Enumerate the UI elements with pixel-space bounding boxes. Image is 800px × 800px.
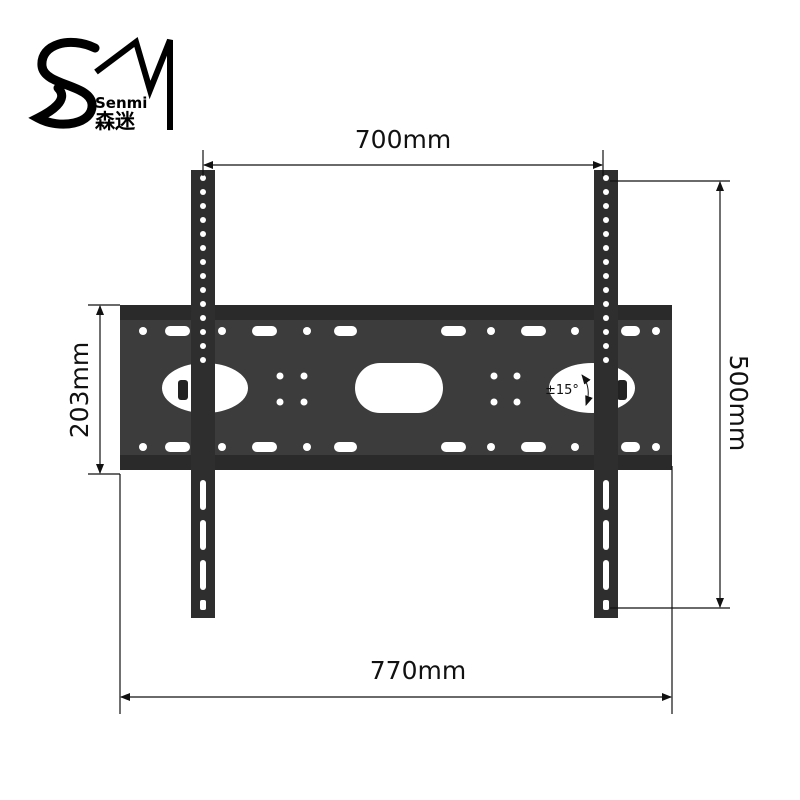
mounting-slot bbox=[621, 326, 640, 336]
mounting-slot bbox=[165, 442, 190, 452]
upright-hole bbox=[200, 231, 206, 237]
mounting-hole bbox=[652, 443, 660, 451]
dimension-plate-height-label: 203mm bbox=[65, 342, 94, 438]
mounting-slot bbox=[252, 442, 277, 452]
upright-slot bbox=[200, 520, 206, 550]
upright-slot bbox=[200, 600, 206, 610]
mounting-hole bbox=[218, 443, 226, 451]
vesa-hole bbox=[490, 372, 498, 380]
dimension-upright-height-label: 500mm bbox=[724, 355, 753, 451]
upright-hole bbox=[603, 343, 609, 349]
mounting-slot bbox=[334, 326, 357, 336]
upright-hole bbox=[603, 231, 609, 237]
mounting-hole bbox=[139, 443, 147, 451]
senmi-logo: Senmi 森迷 bbox=[28, 37, 173, 133]
upright-hole bbox=[200, 329, 206, 335]
upright-hole bbox=[200, 301, 206, 307]
upright-hole bbox=[200, 189, 206, 195]
dimension-overall-width bbox=[119, 466, 673, 714]
mounting-slot bbox=[521, 442, 546, 452]
mounting-hole bbox=[487, 443, 495, 451]
right-upright bbox=[594, 170, 618, 618]
dimension-plate-height bbox=[88, 304, 120, 475]
upright-hole bbox=[603, 175, 609, 181]
dimension-top-width-label: 700mm bbox=[355, 125, 451, 154]
upright-slot bbox=[200, 560, 206, 590]
upright-hole bbox=[603, 315, 609, 321]
dimension-overall-width-label: 770mm bbox=[370, 656, 466, 685]
upright-slot bbox=[200, 480, 206, 510]
tilt-knob-left bbox=[178, 380, 188, 400]
upright-hole bbox=[200, 357, 206, 363]
mounting-slot bbox=[441, 442, 466, 452]
dimension-upright-height bbox=[610, 180, 730, 609]
mounting-hole bbox=[139, 327, 147, 335]
upright-hole bbox=[200, 175, 206, 181]
upright-hole bbox=[603, 357, 609, 363]
vesa-hole bbox=[300, 398, 308, 406]
mounting-slot bbox=[252, 326, 277, 336]
logo-latin: Senmi bbox=[95, 94, 147, 112]
upright-hole bbox=[603, 217, 609, 223]
mounting-slot bbox=[621, 442, 640, 452]
upright-hole bbox=[603, 287, 609, 293]
mounting-slot bbox=[165, 326, 190, 336]
vesa-hole bbox=[276, 372, 284, 380]
upright-hole bbox=[603, 189, 609, 195]
mounting-hole bbox=[571, 327, 579, 335]
upright-hole bbox=[200, 287, 206, 293]
tilt-arrow-icon bbox=[581, 374, 593, 406]
upright-hole bbox=[603, 301, 609, 307]
upright-hole bbox=[200, 343, 206, 349]
upright-hole bbox=[200, 273, 206, 279]
upright-slot bbox=[603, 600, 609, 610]
upright-hole bbox=[200, 259, 206, 265]
upright-hole bbox=[603, 245, 609, 251]
vesa-hole bbox=[513, 372, 521, 380]
mounting-hole bbox=[487, 327, 495, 335]
tilt-knob-right bbox=[617, 380, 627, 400]
upright-hole bbox=[603, 259, 609, 265]
upright-hole bbox=[200, 217, 206, 223]
center-cutout bbox=[355, 363, 443, 413]
vesa-hole bbox=[513, 398, 521, 406]
logo-cjk: 森迷 bbox=[95, 109, 136, 133]
upright-hole bbox=[603, 273, 609, 279]
upright-hole bbox=[603, 203, 609, 209]
mounting-slot bbox=[521, 326, 546, 336]
dimension-top-width bbox=[202, 150, 604, 176]
vesa-hole bbox=[490, 398, 498, 406]
left-upright bbox=[191, 170, 215, 618]
mounting-slot bbox=[441, 326, 466, 336]
vesa-hole bbox=[276, 398, 284, 406]
upright-hole bbox=[200, 315, 206, 321]
vesa-hole bbox=[300, 372, 308, 380]
mounting-hole bbox=[218, 327, 226, 335]
mounting-hole bbox=[652, 327, 660, 335]
upright-hole bbox=[603, 329, 609, 335]
upright-hole bbox=[200, 245, 206, 251]
upright-hole bbox=[200, 203, 206, 209]
mounting-hole bbox=[303, 327, 311, 335]
mounting-hole bbox=[303, 443, 311, 451]
upright-slot bbox=[603, 560, 609, 590]
upright-slot bbox=[603, 520, 609, 550]
upright-slot bbox=[603, 480, 609, 510]
mounting-slot bbox=[334, 442, 357, 452]
tilt-label: ±15° bbox=[545, 383, 579, 398]
mounting-hole bbox=[571, 443, 579, 451]
